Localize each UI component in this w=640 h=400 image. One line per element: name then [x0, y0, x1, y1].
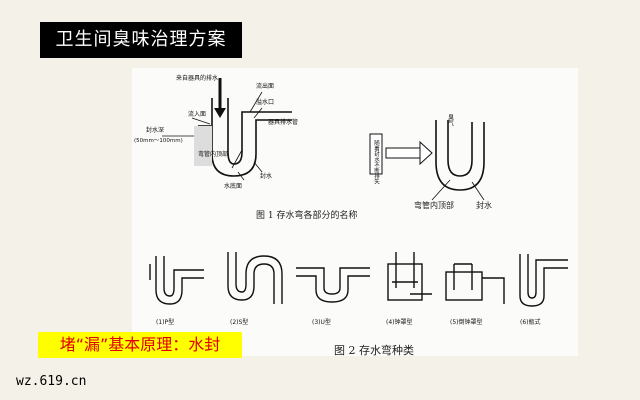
fig1-leader-lines: [162, 91, 263, 181]
label-crown-top: 弯管内顶部: [198, 150, 228, 158]
label-flow: 随着封水不断排失: [373, 139, 380, 186]
label-fixture-drain-pipe: 器具排水管: [268, 118, 298, 126]
leader-crown-right: [431, 179, 451, 201]
watermark: wz.619.cn: [16, 374, 87, 389]
water-fill: [194, 126, 212, 166]
label-outflow-surface: 流出面: [256, 82, 274, 90]
trap-bottle-type: [519, 254, 568, 307]
fig2-trap-types: [149, 252, 568, 307]
label-water-bottom: 水底面: [224, 182, 242, 190]
trap-p-type: [149, 256, 204, 305]
fig1-trap-detailed: [198, 98, 292, 177]
label-crown-top-right: 弯管内顶部: [414, 200, 454, 210]
trap-s-type: [227, 252, 283, 304]
trap-diagram: 来自器具的排水 流出面 流入面 溢水口 器具排水管 封水深 (50mm～100m…: [134, 74, 568, 356]
label-overflow-port: 溢水口: [256, 98, 274, 106]
trap-inverted-bell-type: [445, 263, 505, 304]
label-gas: 臭气: [447, 113, 454, 126]
trap-type-label-2: (2)S型: [230, 318, 248, 326]
label-drain-source: 来自器具的排水: [176, 74, 218, 82]
trap-bell-type: [387, 252, 432, 301]
trap-type-label-3: (3)U型: [312, 318, 331, 326]
trap-u-type: [296, 267, 370, 303]
trap-type-label-4: (4)钟罩型: [386, 318, 413, 326]
trap-type-label-6: (6)瓶式: [520, 318, 541, 326]
flow-label-box: [369, 133, 383, 175]
slide-title: 卫生间臭味治理方案: [40, 22, 242, 58]
scanned-diagram-figure: 来自器具的排水 流出面 流入面 溢水口 器具排水管 封水深 (50mm～100m…: [132, 68, 578, 356]
flow-arrow: [385, 140, 433, 166]
fig1-caption: 图 1 存水弯各部分的名称: [256, 209, 357, 221]
label-water-seal: 封水: [260, 172, 272, 180]
highlight-principle: 堵“漏”基本原理：水封: [38, 332, 242, 358]
label-water-seal-right: 封水: [476, 200, 492, 210]
trap-type-label-1: (1)P型: [156, 318, 174, 326]
label-inflow-surface: 流入面: [188, 110, 206, 118]
trap-type-label-5: (5)倒钟罩型: [450, 318, 483, 326]
label-seal-depth-range: (50mm～100mm): [134, 138, 183, 144]
fig2-caption: 图 2 存水弯种类: [334, 343, 414, 356]
leader-seal-right: [471, 181, 485, 201]
inflow-arrow: [214, 78, 226, 118]
label-seal-depth: 封水深: [146, 126, 164, 134]
fig1-trap-simple: [435, 120, 485, 191]
